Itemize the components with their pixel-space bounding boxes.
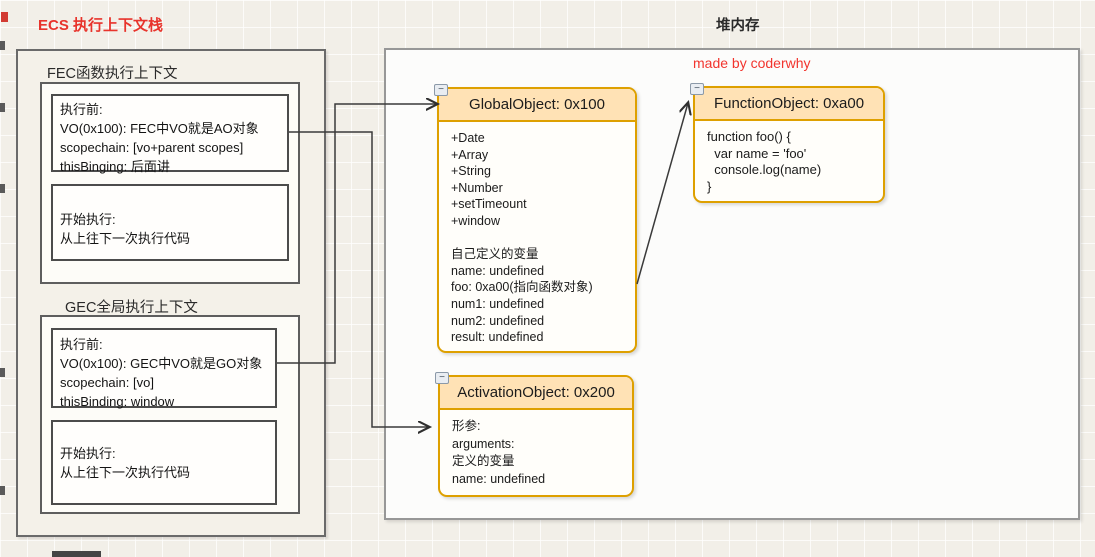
activation-object-title: ActivationObject: 0x200 bbox=[440, 377, 632, 410]
text-line: VO(0x100): GEC中VO就是GO对象 bbox=[60, 356, 263, 371]
edge-artifact bbox=[0, 368, 5, 377]
object-line: result: undefined bbox=[451, 330, 544, 345]
object-line: name: undefined bbox=[451, 263, 545, 278]
object-line: +window bbox=[451, 213, 500, 228]
fec-context-label: FEC函数执行上下文 bbox=[47, 66, 178, 82]
text-line: 从上往下一次执行代码 bbox=[60, 231, 191, 246]
text-line: thisBinging: 后面讲 bbox=[60, 159, 170, 174]
edge-artifact bbox=[0, 103, 5, 112]
function-object-box: − FunctionObject: 0xa00 function foo() {… bbox=[690, 83, 885, 203]
bottom-edge-fragment bbox=[52, 551, 101, 557]
global-object-title: GlobalObject: 0x100 bbox=[439, 89, 635, 122]
activation-object-box: − ActivationObject: 0x200 形参: arguments:… bbox=[435, 372, 634, 497]
heap-title: 堆内存 bbox=[716, 18, 760, 34]
text-line: 从上往下一次执行代码 bbox=[60, 465, 191, 480]
global-object-box: − GlobalObject: 0x100 +Date +Array +Stri… bbox=[434, 84, 637, 354]
gec-start-box: 开始执行: 从上往下一次执行代码 bbox=[51, 420, 277, 505]
object-line: 定义的变量 bbox=[452, 454, 515, 468]
text-line: 执行前: bbox=[60, 337, 103, 352]
text-line: 执行前: bbox=[60, 102, 103, 117]
object-line bbox=[451, 230, 623, 247]
code-line: function foo() { bbox=[707, 129, 791, 144]
fec-before-box: 执行前: VO(0x100): FEC中VO就是AO对象 scopechain:… bbox=[51, 94, 289, 174]
code-line: } bbox=[707, 178, 712, 194]
gec-before-box: 执行前: VO(0x100): GEC中VO就是GO对象 scopechain:… bbox=[51, 328, 277, 409]
text-line: scopechain: [vo+parent scopes] bbox=[60, 140, 244, 155]
text-line: scopechain: [vo] bbox=[60, 375, 154, 390]
ecs-stack-title: ECS 执行上下文栈 bbox=[38, 17, 164, 34]
edge-artifact bbox=[0, 41, 5, 50]
text-line: thisBinding: window bbox=[60, 394, 175, 409]
code-line: var name = 'foo' bbox=[707, 145, 807, 161]
fec-start-box: 开始执行: 从上往下一次执行代码 bbox=[51, 184, 289, 261]
object-line: 形参: bbox=[452, 419, 481, 433]
object-line: num1: undefined bbox=[451, 296, 545, 311]
object-line: foo: 0xa00(指向函数对象) bbox=[451, 280, 593, 295]
object-line: name: undefined bbox=[452, 471, 546, 486]
edge-artifact bbox=[0, 486, 5, 495]
text-line: 开始执行: bbox=[60, 446, 116, 461]
activation-object-body: 形参: arguments: 定义的变量 name: undefined bbox=[440, 410, 632, 496]
edge-artifact bbox=[1, 12, 8, 22]
gec-context-label: GEC全局执行上下文 bbox=[65, 300, 198, 316]
collapse-icon: − bbox=[690, 83, 704, 95]
object-line: 自己定义的变量 bbox=[451, 247, 539, 262]
object-line: arguments: bbox=[452, 436, 515, 451]
function-object-title: FunctionObject: 0xa00 bbox=[695, 88, 883, 121]
collapse-icon: − bbox=[434, 84, 448, 96]
edge-artifact bbox=[0, 184, 5, 193]
object-line: +setTimeount bbox=[451, 197, 527, 212]
text-line: 开始执行: bbox=[60, 212, 116, 227]
object-line: +Array bbox=[451, 147, 489, 162]
code-line: console.log(name) bbox=[707, 162, 822, 178]
text-line: VO(0x100): FEC中VO就是AO对象 bbox=[60, 121, 259, 136]
function-object-body: function foo() { var name = 'foo' consol… bbox=[695, 121, 883, 203]
object-line: +String bbox=[451, 164, 491, 179]
global-object-body: +Date +Array +String +Number +setTimeoun… bbox=[439, 122, 635, 354]
collapse-icon: − bbox=[435, 372, 449, 384]
object-line: num2: undefined bbox=[451, 313, 545, 328]
object-line: +Number bbox=[451, 180, 503, 195]
watermark-text: made by coderwhy bbox=[693, 55, 811, 71]
object-line: +Date bbox=[451, 131, 485, 145]
